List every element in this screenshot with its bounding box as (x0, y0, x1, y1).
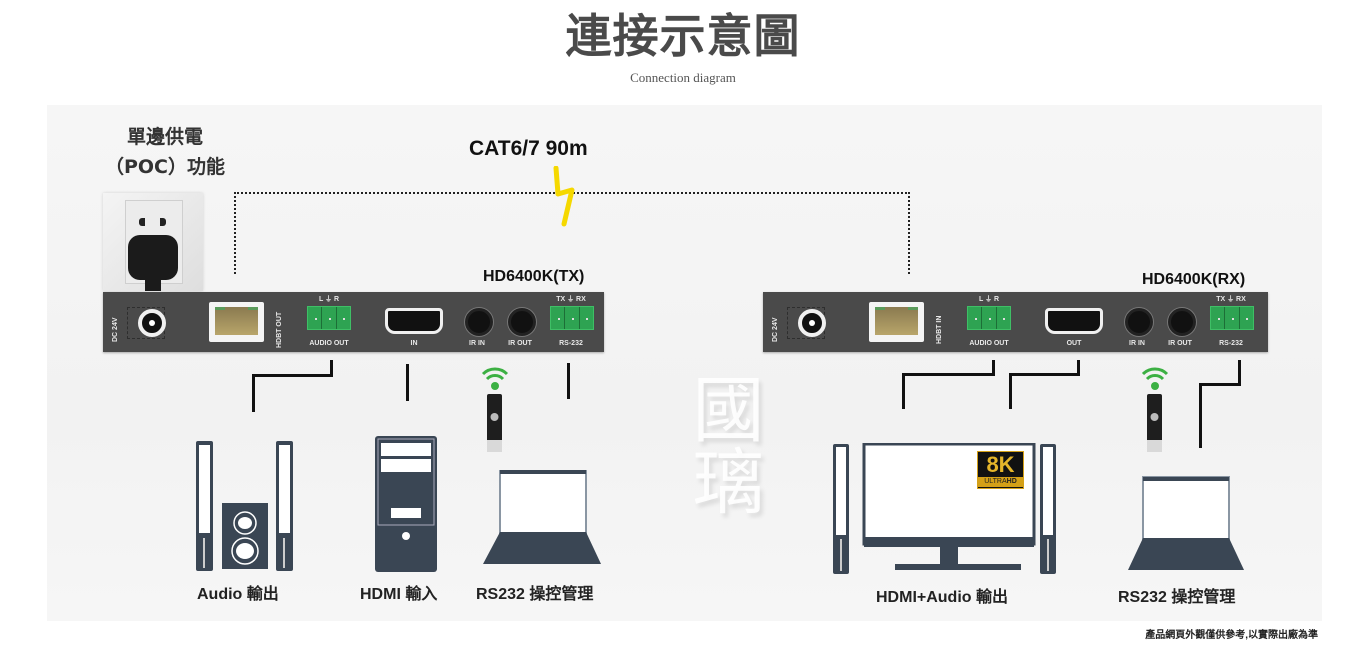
speaker-system-icon (196, 441, 293, 571)
poc-line-2: （POC）功能 (104, 156, 226, 178)
rx-rs232-label: RS-232 (1219, 340, 1243, 347)
rx-audio-wire (992, 360, 995, 376)
rx-ir-in-label: IR IN (1129, 340, 1145, 347)
tx-audio-terminal (307, 306, 351, 330)
poc-label: 單邊供電 （POC）功能 (80, 122, 250, 182)
rx-model-label: HD6400K(RX) (1142, 271, 1246, 288)
tx-audio-top-label: L ⏚ R (318, 296, 340, 303)
tx-ir-out-port (508, 308, 536, 336)
rx-power-port (798, 309, 826, 337)
cable-label: CAT6/7 90m (469, 137, 588, 160)
8k-badge-hd: HD (1006, 478, 1017, 485)
tx-ir-remote-icon (481, 367, 509, 452)
tx-power-label: DC 24V (112, 317, 119, 342)
poc-line-1: 單邊供電 (126, 126, 203, 148)
tx-power-port (138, 309, 166, 337)
label-rs232-tx: RS232 操控管理 (476, 586, 594, 603)
label-hdmi-audio-out: HDMI+Audio 輸出 (876, 589, 1008, 606)
tx-rs232-label: RS-232 (559, 340, 583, 347)
rx-audio-terminal (967, 306, 1011, 330)
rx-audio-wire-down (902, 373, 905, 409)
rx-rs232-wire (1238, 360, 1241, 385)
label-rs232-rx: RS232 操控管理 (1118, 589, 1236, 606)
pc-tower-icon (375, 436, 437, 572)
rx-audio-wire-h (902, 373, 995, 376)
rx-audio-label: AUDIO OUT (969, 340, 1009, 347)
rx-ir-remote-icon (1141, 367, 1169, 452)
tx-audio-wire-h (252, 374, 333, 377)
tx-ir-in-port (465, 308, 493, 336)
rx-hdmi-wire-down (1009, 373, 1012, 409)
8k-badge-ultra: ULTRA (984, 478, 1007, 485)
tx-hdbt-port (209, 302, 264, 342)
tx-rs232-wire (567, 363, 570, 399)
page-title: 連接示意圖 (565, 9, 801, 63)
rx-ir-in-port (1125, 308, 1153, 336)
tx-audio-wire-down (252, 374, 255, 412)
rx-ir-out-label: IR OUT (1168, 340, 1192, 347)
lightning-icon (553, 166, 575, 227)
label-audio-out: Audio 輸出 (197, 586, 279, 603)
8k-badge-small: ULTRAHD (978, 477, 1023, 487)
tx-hdbt-label: HDBT OUT (276, 311, 283, 348)
rx-device: DC 24V HDBT IN L ⏚ R AUDIO OUT OUT IR IN… (763, 292, 1268, 352)
rx-ir-out-port (1168, 308, 1196, 336)
tx-model-label: HD6400K(TX) (483, 268, 585, 285)
8k-badge-big: 8K (986, 452, 1015, 477)
rx-power-label: DC 24V (772, 317, 779, 342)
tv-system-icon (833, 443, 1056, 574)
tx-ir-in-label: IR IN (469, 340, 485, 347)
watermark: 國璃 (680, 372, 764, 516)
tx-rs232-terminal (550, 306, 594, 330)
tx-device: DC 24V HDBT OUT L ⏚ R AUDIO OUT IN IR IN… (103, 292, 604, 352)
tx-audio-label: AUDIO OUT (309, 340, 349, 347)
8k-badge: 8K ULTRAHD (977, 451, 1024, 489)
tx-ir-out-label: IR OUT (508, 340, 532, 347)
tx-hdmi-wire (406, 364, 409, 401)
power-outlet-icon (103, 193, 203, 291)
tx-rs232-top-label: TX ⏚ RX (556, 296, 586, 303)
laptop-rx-icon (1128, 476, 1244, 570)
rx-hdbt-port (869, 302, 924, 342)
rx-rs232-top-label: TX ⏚ RX (1216, 296, 1246, 303)
rx-hdmi-port (1045, 308, 1103, 334)
tx-hdmi-label: IN (410, 340, 418, 347)
label-hdmi-in: HDMI 輸入 (360, 586, 438, 603)
rx-audio-top-label: L ⏚ R (978, 296, 1000, 303)
rx-rs232-terminal (1210, 306, 1254, 330)
tx-audio-wire (330, 360, 333, 376)
cable-drop-tx (234, 192, 236, 274)
laptop-tx-icon (483, 470, 601, 564)
rx-rs232-wire-h (1199, 383, 1241, 386)
tx-hdmi-port (385, 308, 443, 334)
rx-hdbt-label: HDBT IN (936, 315, 943, 344)
rx-rs232-wire-down (1199, 383, 1202, 448)
footnote: 產品網頁外觀僅供參考,以實際出廠為準 (1145, 630, 1318, 641)
rx-hdmi-label: OUT (1066, 340, 1082, 347)
page-subtitle: Connection diagram (630, 70, 736, 85)
rx-hdmi-wire-h (1009, 373, 1080, 376)
cable-drop-rx (908, 192, 910, 274)
rx-hdmi-wire (1077, 360, 1080, 376)
